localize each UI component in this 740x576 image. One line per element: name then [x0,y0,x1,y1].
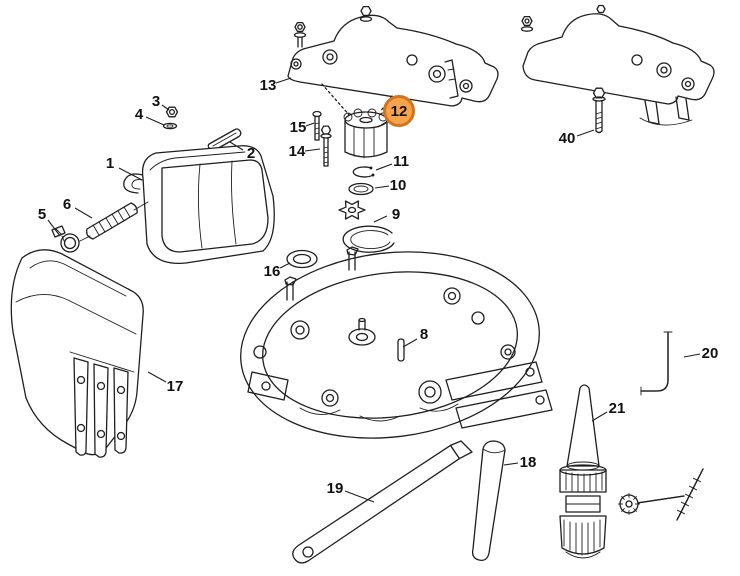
callout-label-5[interactable]: 5 [38,206,46,223]
callout-14: 14 [289,143,321,160]
highlight-circle-ring [383,95,415,127]
highlight-circle-fill [384,96,414,126]
leader-line-16 [279,262,291,269]
callout-18: 18 [503,454,537,471]
callout-label-14[interactable]: 14 [289,143,306,160]
callout-label-40[interactable]: 40 [559,130,576,147]
callout-10: 10 [374,177,407,194]
callout-label-1[interactable]: 1 [106,155,114,172]
leader-line-2 [229,141,244,151]
callout-label-15[interactable]: 15 [290,119,307,136]
callouts-layer: 13 12 15 14 11 10 9 [38,77,719,503]
leader-line-14 [304,148,321,152]
callout-label-9[interactable]: 9 [392,206,400,223]
leader-line-9 [373,215,388,223]
callout-11: 11 [375,153,409,171]
leader-line-11 [375,163,393,171]
callout-label-21[interactable]: 21 [609,400,626,417]
leader-line-10 [374,185,390,189]
part-18-cone-drawing [471,440,506,561]
main-housing-drawing [240,246,553,439]
leader-line-8 [402,338,418,348]
part-9-star-washer-drawing [338,200,395,253]
leader-line-5 [47,219,61,237]
callout-40: 40 [559,129,595,147]
callout-label-16[interactable]: 16 [264,263,281,280]
callout-label-12[interactable]: 12 [391,103,408,120]
part-10-ring-drawing [348,182,374,196]
callout-label-4[interactable]: 4 [135,106,144,123]
leader-line-3 [161,104,170,111]
callout-label-3[interactable]: 3 [152,93,160,110]
part-4-washer-drawing [162,122,178,130]
leader-line-4 [145,116,165,126]
part-14-bolt-drawing [320,125,332,167]
callout-3: 3 [152,93,170,111]
callout-15: 15 [290,119,315,136]
part-6-spring-drawing [79,201,149,242]
callout-label-19[interactable]: 19 [327,480,344,497]
callout-1: 1 [106,155,143,181]
top-right-housing-drawing [520,4,715,126]
callout-label-18[interactable]: 18 [520,454,537,471]
callout-20: 20 [683,345,719,362]
part-3-nut-drawing [165,106,179,118]
part-40-bolt-drawing [592,87,606,134]
diagram-drawing [10,4,715,564]
leader-line-17 [147,371,167,383]
callout-2: 2 [229,141,255,162]
part-12-impeller-drawing [343,108,388,159]
callout-19: 19 [327,480,375,503]
callout-label-2[interactable]: 2 [247,145,255,162]
leader-line-15 [305,122,315,127]
callout-6: 6 [63,196,93,219]
part-8-pin-drawing [397,338,405,362]
part-11-circlip-drawing [352,166,375,178]
leader-line-21 [591,411,608,422]
part-16-seal-drawing [286,249,318,269]
part-1-tank-drawing [123,145,275,265]
part-21-chuck-drawing [559,384,607,559]
leader-line-18 [503,462,519,466]
callout-label-13[interactable]: 13 [260,77,277,94]
part-15-screw-drawing [312,110,322,141]
callout-label-6[interactable]: 6 [63,196,71,213]
leader-line-6 [74,207,93,219]
leader-line-19 [344,490,375,503]
callout-17: 17 [147,371,184,395]
t-handle-tool-drawing [618,468,704,521]
leader-line-13 [275,77,292,84]
callout-label-17[interactable]: 17 [167,378,184,395]
callout-21: 21 [591,400,626,422]
leader-line-1 [118,167,143,181]
callout-5: 5 [38,206,61,237]
part-13-housing-drawing [287,5,499,117]
leader-line-40 [576,129,595,137]
callout-12-highlighted: 12 [377,95,415,128]
leader-line-12 [377,120,389,128]
callout-16: 16 [264,262,291,280]
leader-line-20 [683,353,701,358]
callout-8: 8 [402,326,428,348]
part-17-guard-drawing [10,249,144,458]
callout-label-10[interactable]: 10 [390,177,407,194]
callout-label-11[interactable]: 11 [393,153,409,170]
callout-label-8[interactable]: 8 [420,326,428,343]
callout-9: 9 [373,206,400,223]
part-19-wrench-drawing [292,440,473,564]
callout-4: 4 [135,106,165,126]
callout-13: 13 [260,77,292,94]
callout-label-20[interactable]: 20 [702,345,719,362]
part-20-allen-key-drawing [640,331,673,396]
